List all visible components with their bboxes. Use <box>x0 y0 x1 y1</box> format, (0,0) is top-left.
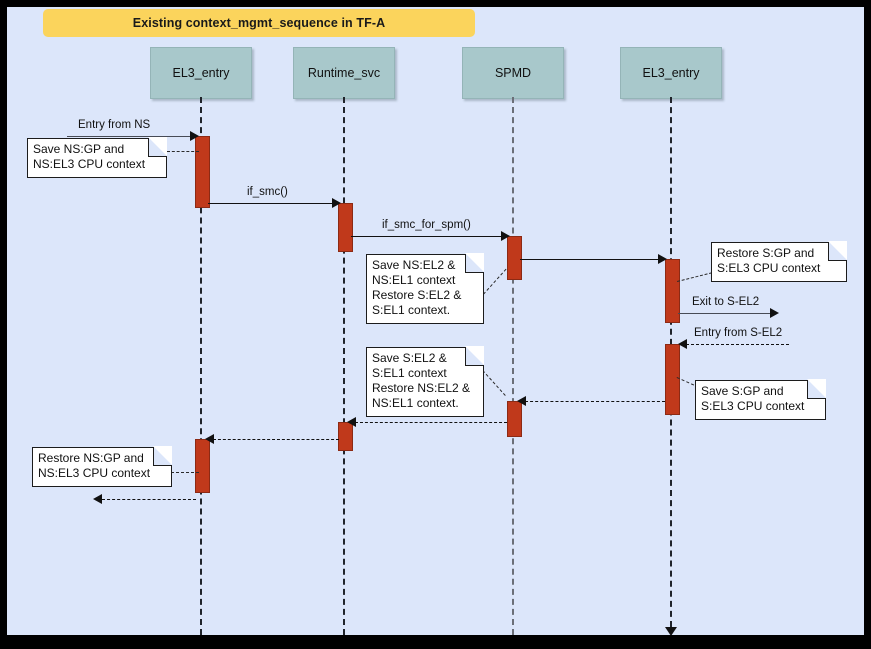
arrow-left-icon <box>678 339 687 349</box>
note-connector <box>483 268 507 295</box>
lifeline-el3-entry-left <box>200 97 202 635</box>
message-label-entry-from-s-el2: Entry from S-EL2 <box>694 327 783 339</box>
message-line-spmd-to-runtime-svc-return[interactable] <box>355 422 507 423</box>
lifeline-label: Runtime_svc <box>307 66 381 80</box>
lifeline-header-spmd[interactable]: SPMD <box>462 47 564 99</box>
note-save-ns-gp: Save NS:GP and NS:EL3 CPU context <box>27 137 167 178</box>
message-line-exit-to-s-el2[interactable] <box>678 313 773 314</box>
activation-bar-spmd-1 <box>507 236 522 280</box>
arrow-right-icon <box>770 308 779 318</box>
message-label-entry-from-ns: Entry from NS <box>78 119 151 131</box>
message-label-if-smc: if_smc() <box>247 186 288 198</box>
lifeline-label: SPMD <box>494 66 532 80</box>
arrow-left-icon <box>347 417 356 427</box>
diagram-canvas: Existing context_mgmt_sequence in TF-A E… <box>7 7 864 635</box>
arrow-right-icon <box>501 231 510 241</box>
message-line-entry-from-ns[interactable] <box>67 136 192 137</box>
arrow-left-icon <box>517 396 526 406</box>
note-fold-corner-icon <box>828 241 847 261</box>
lifeline-end-arrow-icon <box>665 627 677 635</box>
note-text: Restore NS:GP and NS:EL3 CPU context <box>38 451 151 480</box>
note-restore-ns-gp: Restore NS:GP and NS:EL3 CPU context <box>32 446 172 487</box>
arrow-right-icon <box>190 131 199 141</box>
arrow-left-icon <box>93 494 102 504</box>
message-line-runtime-svc-to-el3-left-return[interactable] <box>213 439 339 440</box>
note-connector <box>677 272 713 282</box>
message-line-if-smc[interactable] <box>208 203 334 204</box>
message-line-entry-from-s-el2[interactable] <box>686 344 789 345</box>
arrow-right-icon <box>332 198 341 208</box>
note-save-s-gp: Save S:GP and S:EL3 CPU context <box>695 379 826 420</box>
note-connector <box>167 151 199 152</box>
lifeline-header-runtime-svc[interactable]: Runtime_svc <box>293 47 395 99</box>
note-connector <box>171 472 199 473</box>
message-line-spmd-to-el3-right[interactable] <box>520 259 660 260</box>
lifeline-label: EL3_entry <box>172 66 230 80</box>
lifeline-runtime-svc <box>343 97 345 635</box>
lifeline-header-el3-entry-left[interactable]: EL3_entry <box>150 47 252 99</box>
arrow-left-icon <box>205 434 214 444</box>
arrow-right-icon <box>658 254 667 264</box>
note-text: Save S:EL2 & S:EL1 context Restore NS:EL… <box>372 351 471 410</box>
note-fold-corner-icon <box>148 137 167 157</box>
note-connector <box>482 370 506 396</box>
activation-bar-spmd-2 <box>507 401 522 437</box>
activation-bar-el3-entry-right-2 <box>665 344 680 415</box>
activation-bar-runtime-svc-2 <box>338 422 353 451</box>
activation-bar-runtime-svc-1 <box>338 203 353 252</box>
note-text: Save NS:EL2 & NS:EL1 context Restore S:E… <box>372 258 462 317</box>
page-title: Existing context_mgmt_sequence in TF-A <box>132 16 386 30</box>
note-fold-corner-icon <box>465 253 484 273</box>
note-restore-s-gp: Restore S:GP and S:EL3 CPU context <box>711 241 847 282</box>
note-text: Save NS:GP and NS:EL3 CPU context <box>33 142 146 171</box>
note-fold-corner-icon <box>153 446 172 466</box>
message-line-if-smc-for-spm[interactable] <box>351 236 502 237</box>
activation-bar-el3-entry-left-2 <box>195 439 210 493</box>
note-save-s-el2: Save S:EL2 & S:EL1 context Restore NS:EL… <box>366 346 484 417</box>
note-text: Save S:GP and S:EL3 CPU context <box>701 384 805 413</box>
diagram-title-banner: Existing context_mgmt_sequence in TF-A <box>43 9 475 37</box>
note-text: Restore S:GP and S:EL3 CPU context <box>717 246 821 275</box>
message-line-el3-right-to-spmd-return[interactable] <box>525 401 665 402</box>
note-fold-corner-icon <box>807 379 826 399</box>
activation-bar-el3-entry-left-1 <box>195 136 210 208</box>
lifeline-header-el3-entry-right[interactable]: EL3_entry <box>620 47 722 99</box>
note-save-ns-el2: Save NS:EL2 & NS:EL1 context Restore S:E… <box>366 253 484 324</box>
lifeline-spmd <box>512 97 514 635</box>
lifeline-label: EL3_entry <box>642 66 700 80</box>
message-label-exit-to-s-el2: Exit to S-EL2 <box>692 296 760 308</box>
message-label-if-smc-for-spm: if_smc_for_spm() <box>382 219 471 231</box>
note-fold-corner-icon <box>465 346 484 366</box>
message-line-el3-left-exit-return[interactable] <box>102 499 196 500</box>
activation-bar-el3-entry-right-1 <box>665 259 680 323</box>
